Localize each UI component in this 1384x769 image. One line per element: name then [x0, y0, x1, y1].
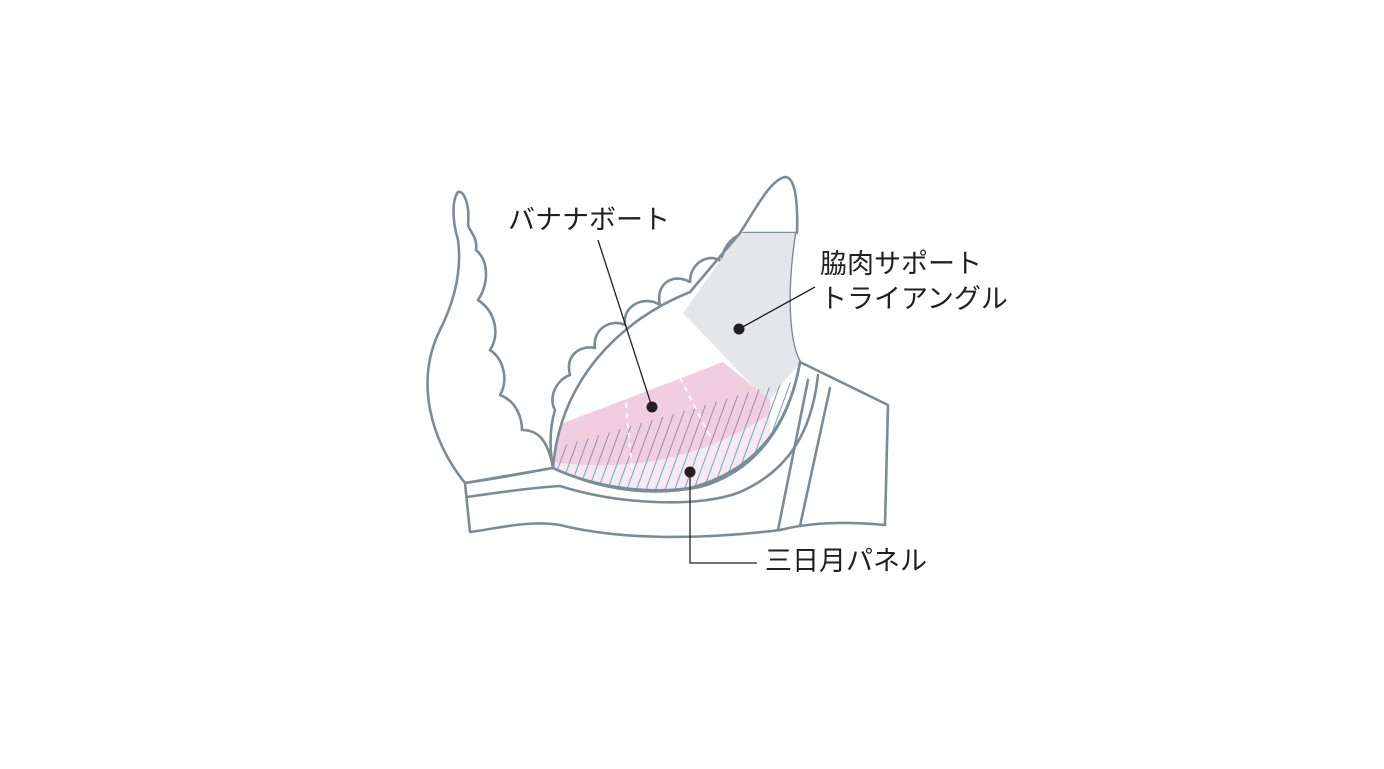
crescent-panel-label: 三日月パネル: [765, 546, 927, 577]
triangle-region: [683, 233, 800, 402]
right-strap: [738, 175, 799, 235]
triangle-leader-line: [738, 286, 816, 330]
triangle-dot: [733, 323, 745, 335]
side-support-label-line1: 脇肉サポート: [820, 249, 982, 280]
crescent-dot: [684, 466, 696, 478]
side-support-label-line2: トライアングル: [820, 284, 1008, 315]
banana-boat-label: バナナボート: [508, 205, 670, 236]
left-cup: [426, 190, 555, 485]
banana-boat-dot: [646, 401, 658, 413]
crescent-leader-line: [689, 472, 757, 564]
banana-leader-line: [597, 239, 653, 408]
